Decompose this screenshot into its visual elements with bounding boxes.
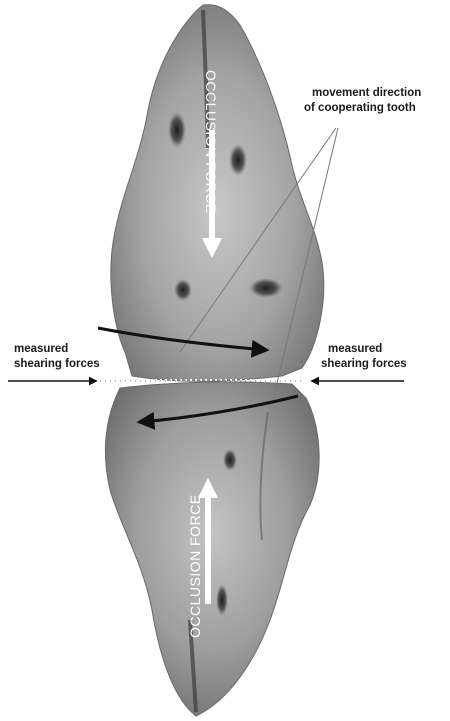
lower-dark-spot-2	[216, 584, 228, 616]
label-right-line1: measured	[328, 343, 382, 355]
upper-dark-spot-2	[229, 144, 247, 176]
label-movement-line2: of cooperating tooth	[304, 102, 416, 114]
lower-dark-spot-1	[223, 449, 237, 471]
label-left-line2: shearing forces	[14, 358, 100, 370]
label-occlusion-bottom: OCCLUSION FORCE	[187, 494, 203, 638]
label-occlusion-top: OCCLUSION FORCE	[203, 70, 219, 214]
upper-dark-spot-1	[168, 112, 186, 148]
lower-tooth	[105, 382, 319, 716]
upper-dark-spot-3	[174, 279, 192, 301]
label-right-line2: shearing forces	[321, 358, 407, 370]
label-left-line1: measured	[14, 343, 68, 355]
lower-tooth-shape	[105, 382, 319, 716]
label-movement-line1: movement direction	[312, 87, 421, 99]
upper-dark-spot-4	[249, 278, 283, 298]
